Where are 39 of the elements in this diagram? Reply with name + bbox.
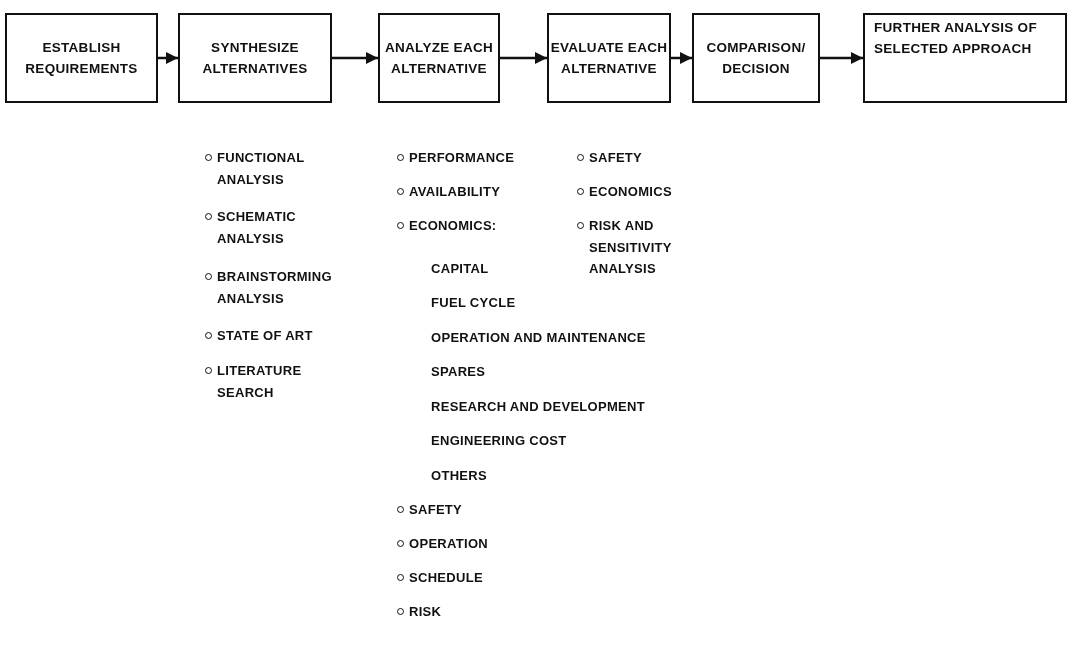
box-label: ESTABLISH REQUIREMENTS	[24, 39, 139, 78]
list-item: RISK	[409, 603, 443, 621]
list-item: AVAILABILITY	[409, 183, 502, 201]
box-label: COMPARISON/ DECISION	[705, 39, 807, 78]
list-item: ECONOMICS:	[409, 217, 498, 235]
list-item: ENGINEERING COST	[431, 432, 568, 450]
list-item: SAFETY	[589, 149, 644, 167]
arrow	[158, 51, 178, 65]
box-label: ANALYZE EACH ALTERNATIVE	[383, 39, 495, 78]
process-box	[863, 13, 1067, 103]
list-item: PERFORMANCE	[409, 149, 516, 167]
list-item: OTHERS	[431, 467, 488, 485]
arrow	[820, 51, 863, 65]
arrow	[332, 51, 378, 65]
arrow	[671, 51, 692, 65]
box-label: EVALUATE EACH ALTERNATIVE	[549, 39, 669, 78]
list-item: LITERATURE SEARCH	[217, 362, 303, 402]
process-box	[5, 13, 158, 103]
process-box	[692, 13, 820, 103]
list-item: OPERATION	[409, 535, 490, 553]
list-item: SAFETY	[409, 501, 464, 519]
list-item: RISK AND SENSITIVITY ANALYSIS	[589, 217, 673, 278]
list-item: SCHEDULE	[409, 569, 484, 587]
list-item: BRAINSTORMING ANALYSIS	[217, 268, 333, 308]
arrow	[500, 51, 547, 65]
list-item: ECONOMICS	[589, 183, 673, 201]
box-label: FURTHER ANALYSIS OF SELECTED APPROACH	[874, 19, 1038, 58]
list-item: OPERATION AND MAINTENANCE	[431, 329, 647, 347]
list-item: CAPITAL	[431, 260, 490, 278]
process-box	[178, 13, 332, 103]
list-item: SCHEMATIC ANALYSIS	[217, 208, 297, 248]
list-item: SPARES	[431, 363, 487, 381]
process-box	[547, 13, 671, 103]
list-item: FUNCTIONAL ANALYSIS	[217, 149, 306, 189]
list-item: RESEARCH AND DEVELOPMENT	[431, 398, 646, 416]
list-item: FUEL CYCLE	[431, 294, 517, 312]
list-item: STATE OF ART	[217, 327, 314, 345]
process-box	[378, 13, 500, 103]
box-label: SYNTHESIZE ALTERNATIVES	[201, 39, 309, 78]
